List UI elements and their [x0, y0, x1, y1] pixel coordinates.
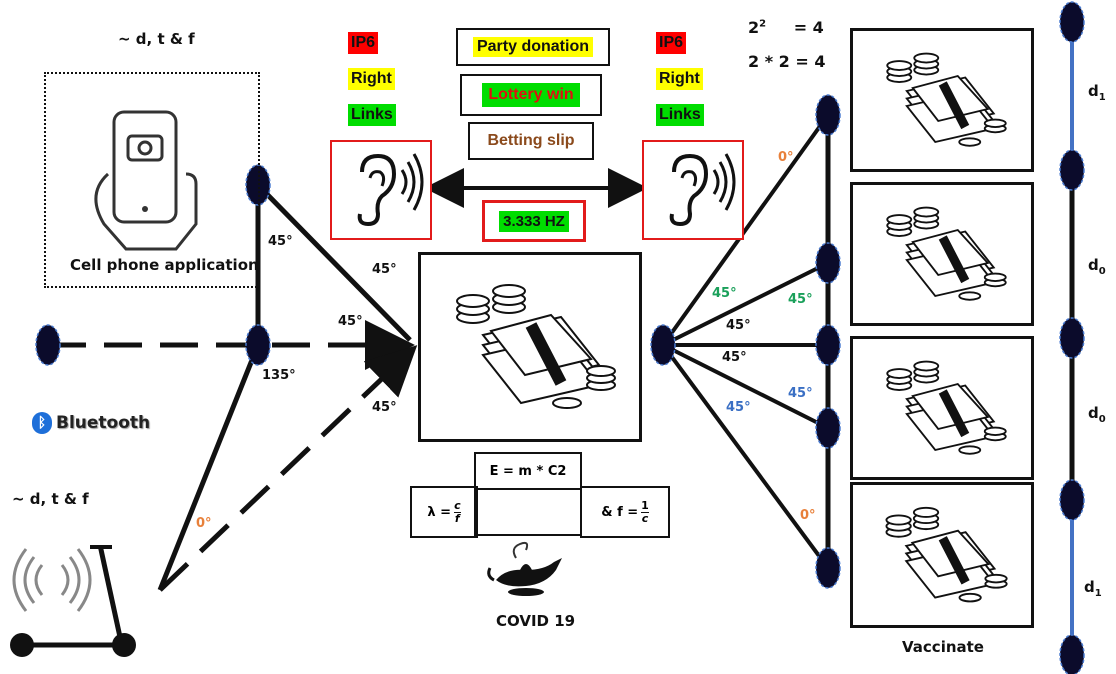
wireless-signal-icon: [12, 548, 92, 612]
angle-right-2: 45°: [712, 286, 737, 301]
cell-phone-camera-icon: [94, 110, 198, 251]
freq-numerator: 1: [641, 498, 649, 513]
ear-box-right: [642, 140, 744, 240]
tag-left-right: Right: [348, 68, 395, 90]
node-right-3: [815, 324, 841, 366]
energy-formula: E = m * C2: [474, 452, 582, 490]
power-exponent: 2: [759, 18, 767, 30]
frequency-label: 3.333 HZ: [499, 210, 569, 232]
node-dist-1: [1059, 1, 1085, 43]
tag-left-links: Links: [348, 104, 396, 126]
node-far-left: [35, 324, 61, 366]
angle-left-4: 135°: [262, 368, 296, 383]
freq-denominator: c: [641, 511, 649, 525]
tag-right-ip6: IP6: [656, 32, 687, 54]
bluetooth-icon: ᛒ: [32, 412, 52, 434]
energy-formula-text: E = m * C2: [489, 463, 567, 479]
angle-left-5: 45°: [372, 400, 397, 415]
tag-right-right: Right: [656, 68, 703, 90]
distance-d0-mid2: d0: [1088, 404, 1106, 425]
ear-sound-icon: [669, 153, 736, 227]
node-right-4: [815, 407, 841, 449]
node-right-2: [815, 242, 841, 284]
link-scooter-to-mid: [157, 344, 261, 591]
angle-right-5: 45°: [722, 350, 747, 365]
network-nodes: [35, 1, 1085, 674]
angle-left-1: 45°: [268, 234, 293, 249]
node-hub-right: [650, 324, 676, 366]
power-base: 2: [748, 18, 760, 37]
multiplication-equation: 2 * 2 = 4: [748, 52, 826, 71]
genie-lamp-icon: [487, 541, 562, 596]
distance-d1-top: d1: [1088, 82, 1106, 103]
lambda-prefix: λ =: [427, 504, 452, 520]
link-dashed-diagonal: [158, 345, 418, 592]
betting-slip-box: Betting slip: [468, 122, 594, 160]
angle-right-4: 45°: [726, 318, 751, 333]
money-box-right-1: [850, 28, 1034, 172]
angle-left-6: 0°: [196, 516, 212, 531]
money-stack-icon: [886, 206, 1007, 301]
tag-left-ip6: IP6: [348, 32, 379, 54]
formula-connector: [474, 486, 582, 536]
e-scooter-icon: [10, 545, 136, 657]
money-stack-icon: [886, 52, 1007, 147]
money-box-right-2: [850, 182, 1034, 326]
tag-right-links: Links: [656, 104, 704, 126]
bluetooth-label: Bluetooth: [56, 413, 151, 433]
freq-prefix: & f =: [601, 504, 639, 520]
link-top-left-to-money: [256, 183, 412, 342]
lambda-denominator: f: [454, 511, 460, 525]
angle-right-7: 45°: [726, 400, 751, 415]
node-dist-3: [1059, 317, 1085, 359]
ear-box-left: [330, 140, 432, 240]
party-donation-label: Party donation: [472, 37, 593, 57]
ear-sound-icon: [357, 153, 424, 227]
angle-right-3: 45°: [788, 292, 813, 307]
angle-right-6: 45°: [788, 386, 813, 401]
lottery-win-label: Lottery win: [482, 83, 580, 107]
money-stack-icon: [456, 284, 616, 409]
cell-phone-app-box: [44, 72, 260, 288]
frequency-box: 3.333 HZ: [482, 200, 586, 242]
power-equation: 22 = 4: [748, 18, 824, 37]
lambda-formula: λ = c f: [410, 486, 478, 538]
angle-right-8: 0°: [800, 508, 816, 523]
node-left-mid: [245, 324, 271, 366]
node-dist-5: [1059, 634, 1085, 674]
bluetooth-badge: ᛒ Bluetooth: [32, 412, 150, 434]
money-box-center: [418, 252, 642, 442]
money-box-right-4: [850, 482, 1034, 628]
angle-right-1: 0°: [778, 150, 794, 165]
angle-left-3: 45°: [338, 314, 363, 329]
cell-phone-app-label: Cell phone application: [70, 256, 259, 274]
vaccinate-label: Vaccinate: [902, 638, 984, 656]
dtf-top-label: ~ d, t & f: [118, 30, 195, 48]
money-box-right-3: [850, 336, 1034, 480]
covid-label: COVID 19: [496, 612, 576, 630]
angle-left-2: 45°: [372, 262, 397, 277]
node-dist-4: [1059, 479, 1085, 521]
node-right-1: [815, 94, 841, 136]
party-donation-box: Party donation: [456, 28, 610, 66]
node-dist-2: [1059, 149, 1085, 191]
lottery-win-box: Lottery win: [460, 74, 602, 116]
frequency-formula: & f = 1 c: [580, 486, 670, 538]
money-stack-icon: [886, 360, 1007, 455]
dtf-bottom-label: ~ d, t & f: [12, 490, 89, 508]
distance-d0-mid1: d0: [1088, 256, 1106, 277]
distance-d1-bottom: d1: [1084, 578, 1102, 599]
power-result: = 4: [793, 18, 824, 37]
betting-slip-label: Betting slip: [487, 132, 575, 149]
money-stack-icon: [885, 506, 1008, 603]
node-right-5: [815, 547, 841, 589]
lambda-numerator: c: [454, 498, 461, 513]
